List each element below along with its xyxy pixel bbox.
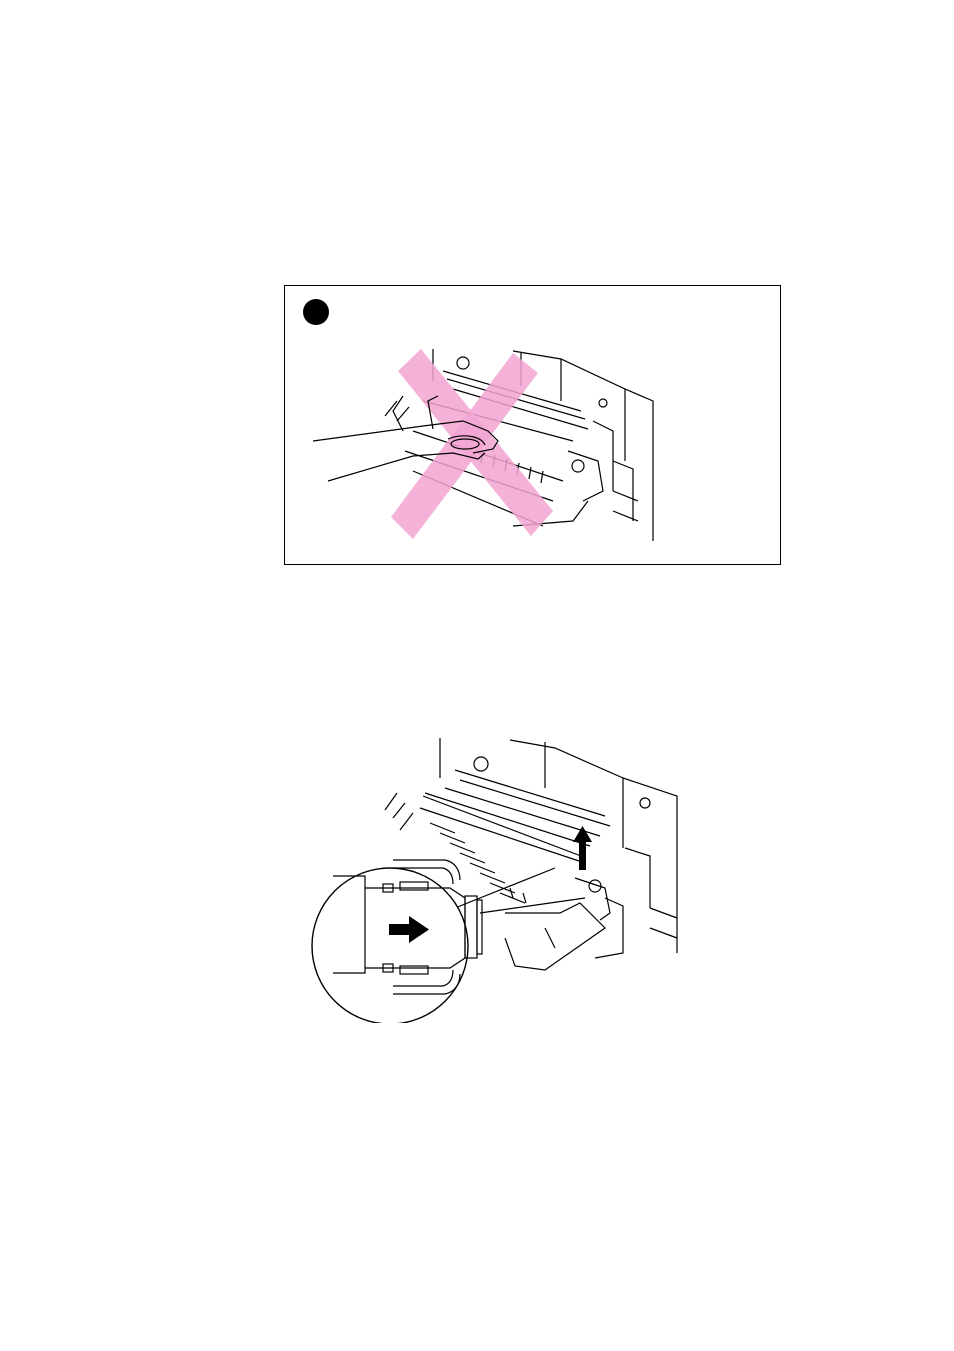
warning-marker-icon (303, 299, 329, 325)
warning-panel (284, 285, 781, 565)
fixing-unit-release-illustration (305, 738, 685, 1023)
fixing-unit-warning-illustration (313, 341, 673, 551)
